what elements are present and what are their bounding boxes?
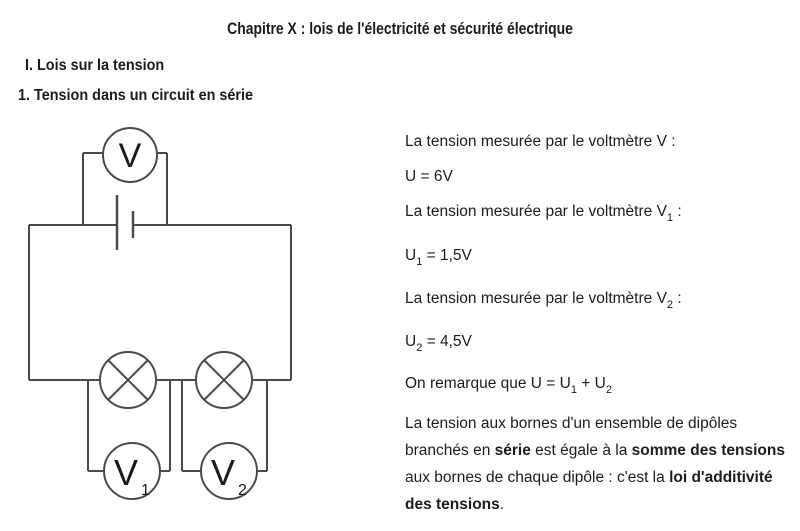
note-voltmeter-v-text: La tension mesurée par le voltmètre V :: [405, 133, 676, 150]
note-voltmeter-v: La tension mesurée par le voltmètre V :: [405, 131, 787, 153]
note-u1-value: U1 = 1,5V: [405, 247, 472, 268]
circuit-labels: V V 1 V 2: [114, 137, 247, 499]
note-u2-value: U2 = 4,5V: [405, 333, 472, 354]
bold-serie: série: [494, 442, 531, 459]
v2-subscript: 2: [666, 298, 674, 311]
remark-subscript-1: 1: [570, 383, 577, 396]
lamp-1-icon: [99, 351, 157, 409]
circuit-wires: [28, 127, 292, 500]
page-title: Chapitre X : lois de l'électricité et sé…: [227, 19, 573, 38]
voltmeter-v1-icon: [103, 442, 161, 500]
lamp-2-cross-b: [203, 359, 245, 401]
lamp-1-cross-b: [107, 359, 149, 401]
u2-subscript: 2: [416, 341, 423, 354]
note-voltmeter-v1: La tension mesurée par le voltmètre V1 :: [405, 203, 682, 224]
voltmeter-v2-label: V: [211, 452, 235, 493]
section-heading: I. Lois sur la tension: [25, 57, 165, 74]
bold-somme-des-tensions: somme des tensions: [631, 442, 785, 459]
v1-subscript: 1: [666, 211, 674, 224]
note-u-value: U = 6V: [405, 166, 787, 188]
voltmeter-v2-subscript: 2: [238, 482, 247, 499]
voltmeter-v-icon: [102, 127, 158, 183]
note-u-value-text: U = 6V: [405, 168, 453, 185]
circuit-diagram: V V 1 V 2: [28, 127, 292, 500]
lamp-2-icon: [195, 351, 253, 409]
u1-subscript: 1: [416, 255, 423, 268]
remark-subscript-2: 2: [605, 383, 612, 396]
subsection-heading: 1. Tension dans un circuit en série: [18, 87, 253, 104]
note-voltmeter-v2: La tension mesurée par le voltmètre V2 :: [405, 290, 682, 311]
voltmeter-v1-subscript: 1: [141, 482, 150, 499]
voltmeter-v-label: V: [119, 137, 142, 175]
notes-column: La tension mesurée par le voltmètre V : …: [405, 131, 787, 518]
note-remark: On remarque que U = U1 + U2: [405, 375, 612, 396]
conclusion-paragraph: La tension aux bornes d'un ensemble de d…: [405, 415, 785, 513]
voltmeter-v2-icon: [200, 442, 258, 500]
bold-loi-additivite: loi d'additivité des tensions: [405, 469, 773, 513]
voltmeter-v1-label: V: [114, 452, 138, 493]
